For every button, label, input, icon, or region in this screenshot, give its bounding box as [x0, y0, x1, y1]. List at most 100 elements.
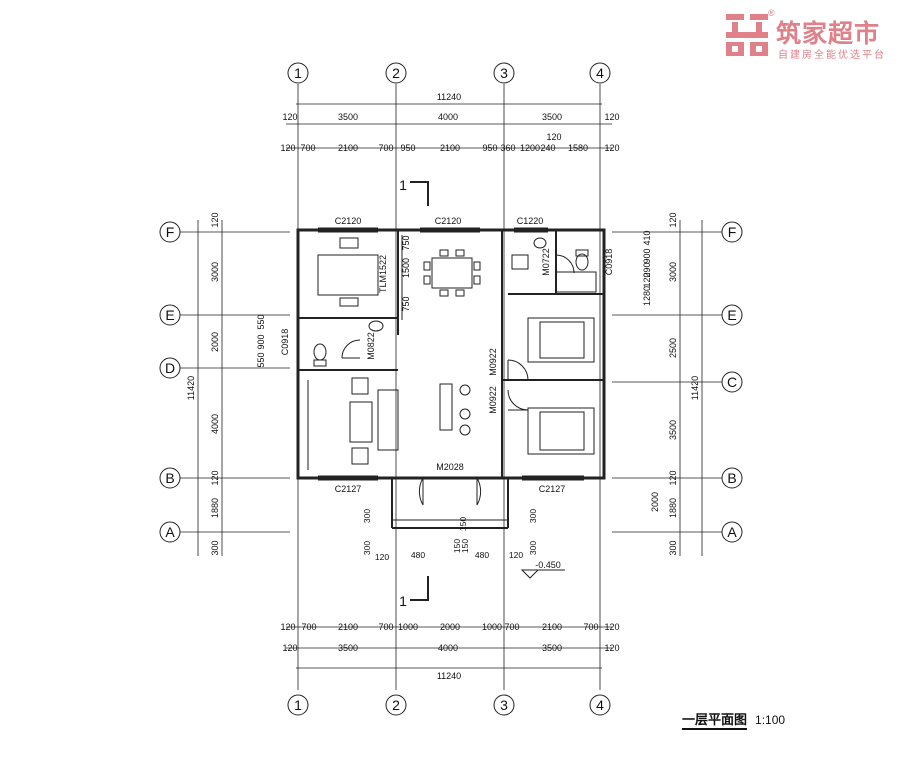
dim-top-row3-0: 120	[280, 143, 295, 153]
dim-bottom-row1-10: 120	[604, 622, 619, 632]
dim-right-inner-3: 120	[642, 272, 652, 287]
section-mark-bottom: 1	[399, 593, 407, 609]
dim-bottom-row2-0: 120	[282, 643, 297, 653]
dim-bottom-row1-8: 2100	[542, 622, 562, 632]
dim-porch-7: 300	[528, 541, 538, 555]
dim-top-row3-11: 120	[604, 143, 619, 153]
axis-right-B-label: B	[727, 470, 736, 486]
dim-bottom-row1-3: 700	[378, 622, 393, 632]
door-label-3: M0922	[488, 386, 498, 414]
axis-top-2-bubble	[385, 62, 407, 84]
dim-left-outer-3: 4000	[210, 414, 220, 434]
axis-right-C-bubble	[721, 371, 743, 393]
door-label-0: M0722	[541, 248, 551, 276]
dim-top-row2-0: 120	[282, 112, 297, 122]
axis-left-D-label: D	[165, 360, 175, 376]
door-label-1: M0822	[366, 332, 376, 360]
brand-logo-icon	[726, 14, 768, 56]
window-label-1: C2120	[435, 216, 462, 226]
dim-porch-9: 150	[452, 539, 462, 553]
axis-bottom-2-label: 2	[392, 697, 400, 713]
dim-top-row2-1: 3500	[338, 112, 358, 122]
axis-bottom-3-label: 3	[500, 697, 508, 713]
drawing-title: 一层平面图	[682, 712, 748, 730]
window-label-6: C2127	[539, 484, 566, 494]
sliding-door-dim-2: 750	[401, 296, 411, 311]
axis-top-1-bubble	[287, 62, 309, 84]
window-label-0: C2120	[335, 216, 362, 226]
dim-left-inner-2: 550	[256, 352, 266, 367]
axis-left-E-bubble	[159, 304, 181, 326]
axis-right-F-label: F	[728, 224, 737, 240]
axis-bottom-4-label: 4	[596, 697, 604, 713]
axis-right-E-bubble	[721, 304, 743, 326]
dim-bottom-row1-9: 700	[583, 622, 598, 632]
dim-top-extra: 120	[546, 132, 561, 142]
dim-top-row3-3: 700	[378, 143, 393, 153]
elevation-mark: -0.450	[535, 560, 561, 570]
brand-tagline: 自建房全能优选平台	[778, 50, 886, 61]
dim-left-inner-0: 550	[256, 314, 266, 329]
sliding-door-label: TLM1522	[378, 255, 388, 293]
dim-left-outer-0: 120	[210, 212, 220, 227]
dim-top-row3-6: 950	[482, 143, 497, 153]
axis-top-3-label: 3	[500, 65, 508, 81]
axis-left-F-bubble	[159, 221, 181, 243]
dim-right-outer-5: 1880	[668, 498, 678, 518]
axis-top-4-label: 4	[596, 65, 604, 81]
dim-left-outer-6: 300	[210, 540, 220, 555]
door-label-2: M0922	[488, 348, 498, 376]
axis-left-D-bubble	[159, 357, 181, 379]
axis-bottom-1-label: 1	[294, 697, 302, 713]
axis-left-B-bubble	[159, 467, 181, 489]
dim-left-inner-1: 900	[256, 334, 266, 349]
dim-left-outer-1: 3000	[210, 262, 220, 282]
dim-top-row2-2: 4000	[438, 112, 458, 122]
dim-top-row3-9: 240	[540, 143, 555, 153]
axis-top-1-label: 1	[294, 65, 302, 81]
dim-right-inner-4: 1280	[642, 286, 652, 306]
dim-top-row3-5: 2100	[440, 143, 460, 153]
axis-top-2-label: 2	[392, 65, 400, 81]
dim-left-outer-5: 1880	[210, 498, 220, 518]
dim-bottom-row1-1: 700	[301, 622, 316, 632]
dim-bottom-total: 11240	[437, 671, 461, 681]
axis-bottom-1-bubble	[287, 694, 309, 716]
dim-top-row3-7: 360	[500, 143, 515, 153]
axis-left-E-label: E	[165, 307, 174, 323]
brand-name: 筑家超市	[776, 20, 881, 48]
axis-top-3-bubble	[493, 62, 515, 84]
dim-bottom-row1-5: 2000	[440, 622, 460, 632]
window-label-3: C0918	[280, 329, 290, 356]
dim-top-row3-10: 1580	[568, 143, 588, 153]
axis-right-A-bubble	[721, 521, 743, 543]
axis-bottom-3-bubble	[493, 694, 515, 716]
dim-left-outer-2: 2000	[210, 332, 220, 352]
sliding-door-dim-1: 1500	[401, 258, 411, 278]
axis-left-A-bubble	[159, 521, 181, 543]
dim-bottom-row2-4: 120	[604, 643, 619, 653]
dim-bottom-row1-6: 1000	[482, 622, 502, 632]
axis-left-F-label: F	[166, 224, 175, 240]
dim-top-row3-8: 1200	[520, 143, 540, 153]
dim-right-outer-4: 120	[668, 470, 678, 485]
dim-left-total: 11420	[186, 376, 196, 400]
brand-registered-mark: ®	[768, 8, 775, 18]
window-label-4: C0918	[604, 249, 614, 276]
dim-top-row3-2: 2100	[338, 143, 358, 153]
dim-right-outer-6: 300	[668, 540, 678, 555]
axis-right-C-label: C	[727, 374, 737, 390]
dim-bottom-row1-0: 120	[280, 622, 295, 632]
dim-bottom-row1-7: 700	[504, 622, 519, 632]
dim-top-total: 11240	[437, 92, 461, 102]
door-label-4: M2028	[436, 462, 464, 472]
dim-porch-4: 480	[475, 550, 489, 560]
section-mark-top: 1	[399, 177, 407, 193]
dim-porch-2: 120	[375, 552, 389, 562]
dim-top-row2-3: 3500	[542, 112, 562, 122]
axis-right-E-label: E	[727, 307, 736, 323]
dim-porch-3: 480	[411, 550, 425, 560]
sliding-door-dim-0: 750	[401, 235, 411, 250]
dim-right-outer-0: 120	[668, 212, 678, 227]
dim-bottom-row2-1: 3500	[338, 643, 358, 653]
